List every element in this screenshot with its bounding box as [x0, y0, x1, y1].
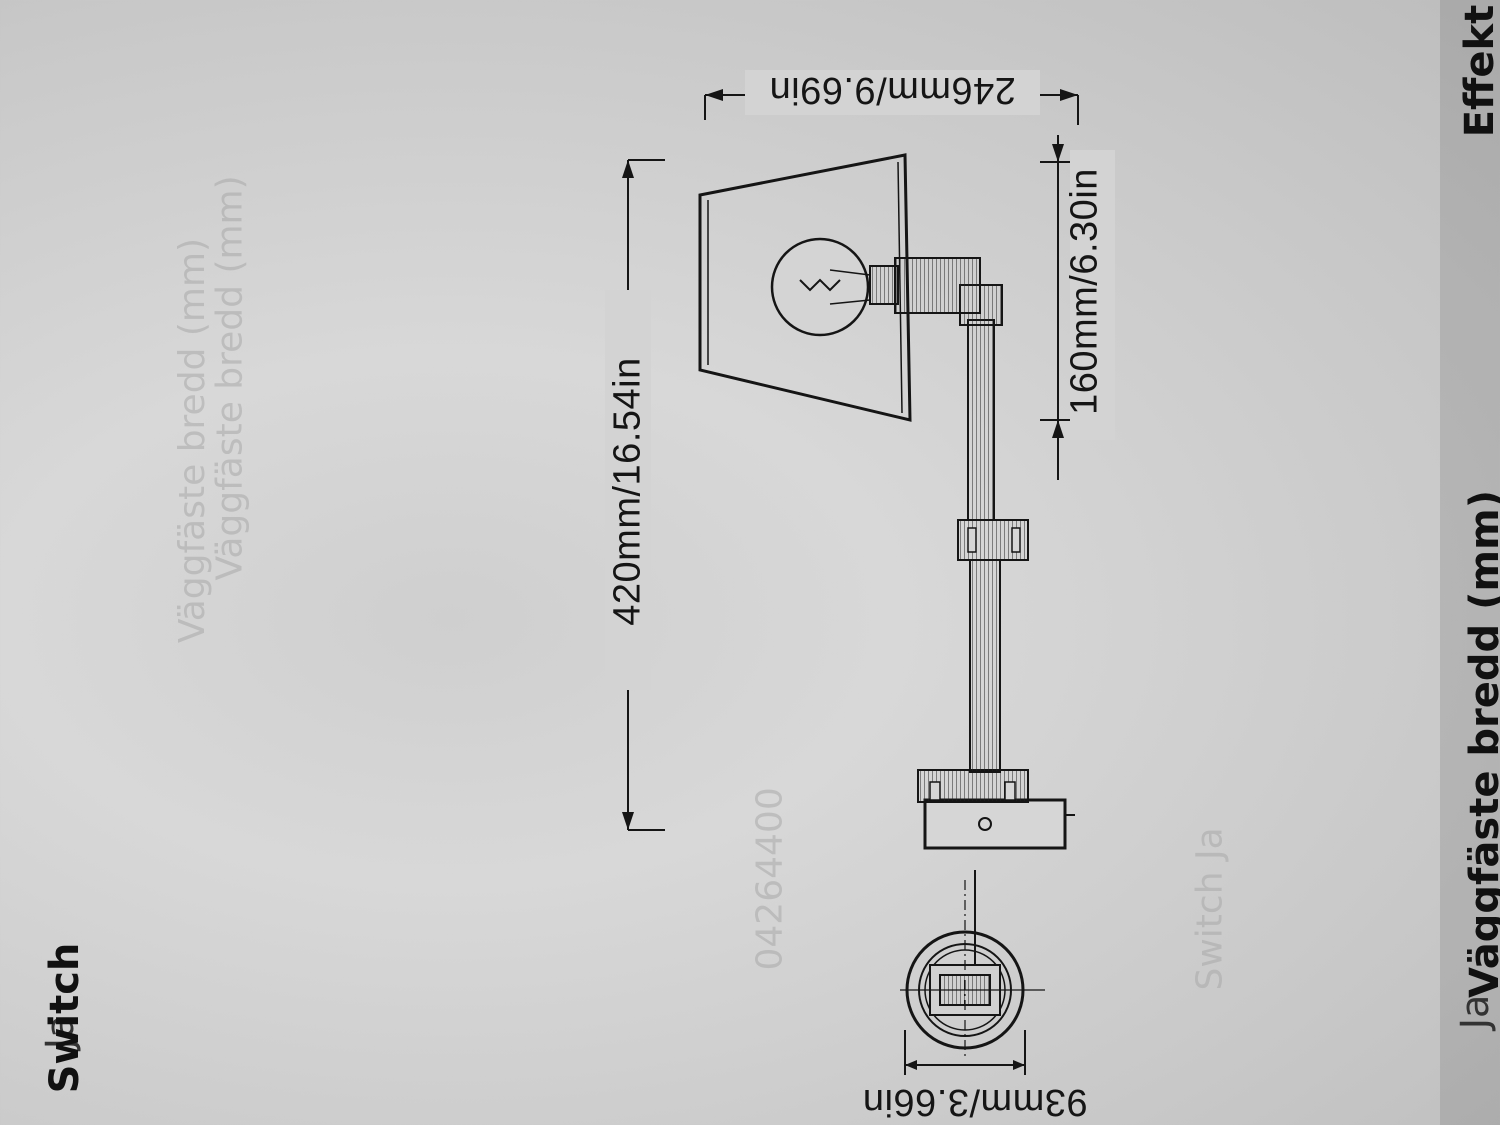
page-edge-shadow — [1440, 0, 1500, 1125]
base-dimension-line — [904, 1030, 1026, 1075]
wall-mount-width-label: Väggfäste bredd (mm) — [1462, 489, 1500, 998]
ghost-text-5: Switch Ja — [1189, 827, 1231, 991]
shade-top-dimension-label: 246mm/9.69in — [769, 69, 1016, 111]
lamp-base — [917, 769, 1075, 850]
bulb-socket — [869, 257, 981, 314]
lamp-joint — [957, 519, 1029, 561]
lamp-arm-upper — [959, 284, 1003, 521]
lamp-arm-lower — [969, 559, 1001, 773]
wall-plate — [900, 870, 1045, 1060]
ghost-text-1: Väggfäste bredd (mm) — [209, 175, 251, 581]
shade-bottom-dimension-line — [1040, 135, 1115, 480]
shade-bottom-dimension-label: 160mm/6.30in — [1063, 168, 1106, 415]
height-dimension-label: 420mm/16.54in — [606, 357, 649, 626]
shade-top-dimension-line — [704, 70, 1079, 125]
height-dimension-line — [605, 159, 665, 831]
switch-label: Switch — [42, 942, 88, 1094]
ghost-text-4: 04264400 — [749, 787, 791, 971]
base-dimension-label: 93mm/3.66in — [862, 1081, 1088, 1123]
light-bulb — [770, 237, 871, 337]
lamp-shade — [698, 153, 912, 422]
effect-label: Effekt — [1457, 4, 1500, 138]
